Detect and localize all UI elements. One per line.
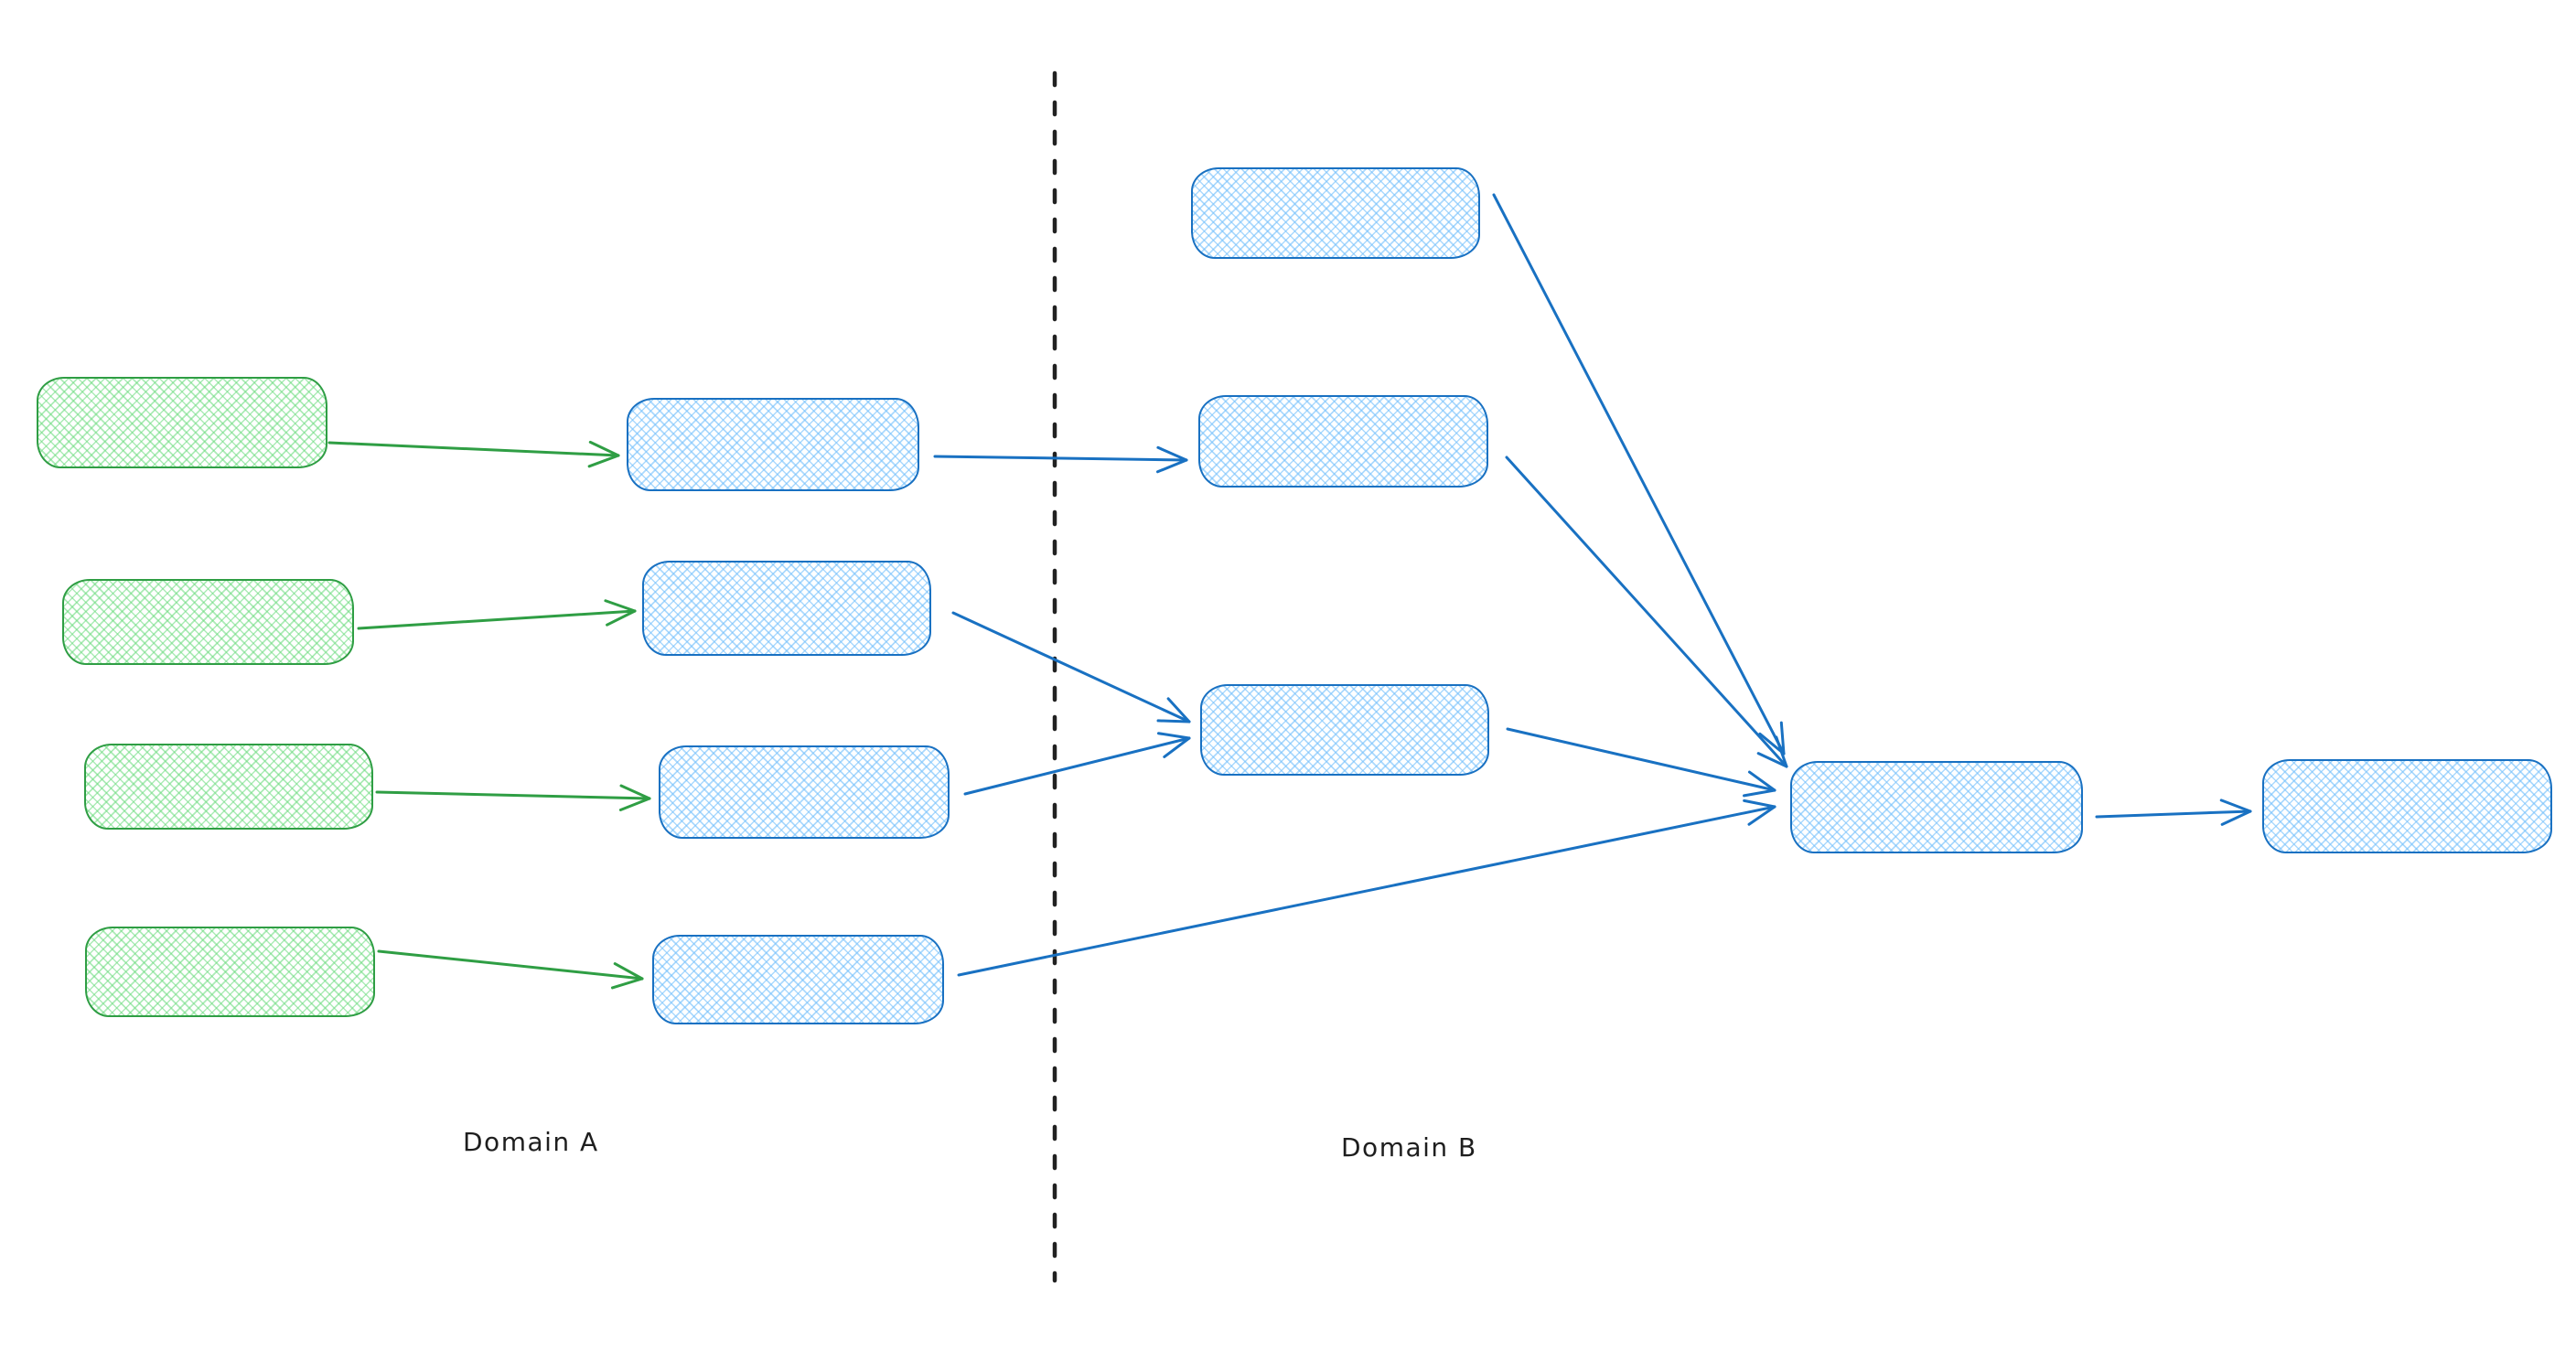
node-domain-b-input-3 — [1200, 684, 1489, 776]
node-green-source-2 — [62, 579, 354, 665]
node-green-source-1 — [37, 377, 327, 468]
node-domain-b-input-1 — [1191, 167, 1480, 259]
edge-stage4-hub — [957, 799, 1776, 977]
edge-stage2-input3 — [951, 611, 1191, 724]
domain-a-label: Domain A — [463, 1127, 599, 1157]
edge-source4-stage4 — [377, 949, 644, 990]
edge-input2-hub — [1505, 456, 1788, 768]
node-domain-a-stage-1 — [627, 398, 919, 491]
node-domain-a-stage-2 — [642, 561, 931, 656]
edge-input1-hub — [1492, 193, 1786, 756]
node-domain-a-stage-3 — [659, 745, 950, 839]
node-green-source-3 — [84, 744, 373, 830]
domain-b-label: Domain B — [1341, 1132, 1477, 1163]
node-domain-b-hub — [1790, 761, 2083, 853]
node-domain-b-output — [2262, 759, 2552, 853]
edge-stage3-input3 — [963, 732, 1191, 796]
edge-stage1-input2 — [933, 445, 1188, 474]
node-green-source-4 — [85, 927, 375, 1017]
edge-hub-output — [2095, 799, 2252, 826]
edge-source1-stage1 — [327, 440, 620, 468]
edge-source3-stage3 — [375, 784, 651, 812]
edge-source2-stage2 — [357, 599, 637, 630]
node-domain-b-input-2 — [1198, 395, 1488, 488]
edge-input3-hub — [1506, 727, 1776, 798]
node-domain-a-stage-4 — [652, 935, 944, 1024]
